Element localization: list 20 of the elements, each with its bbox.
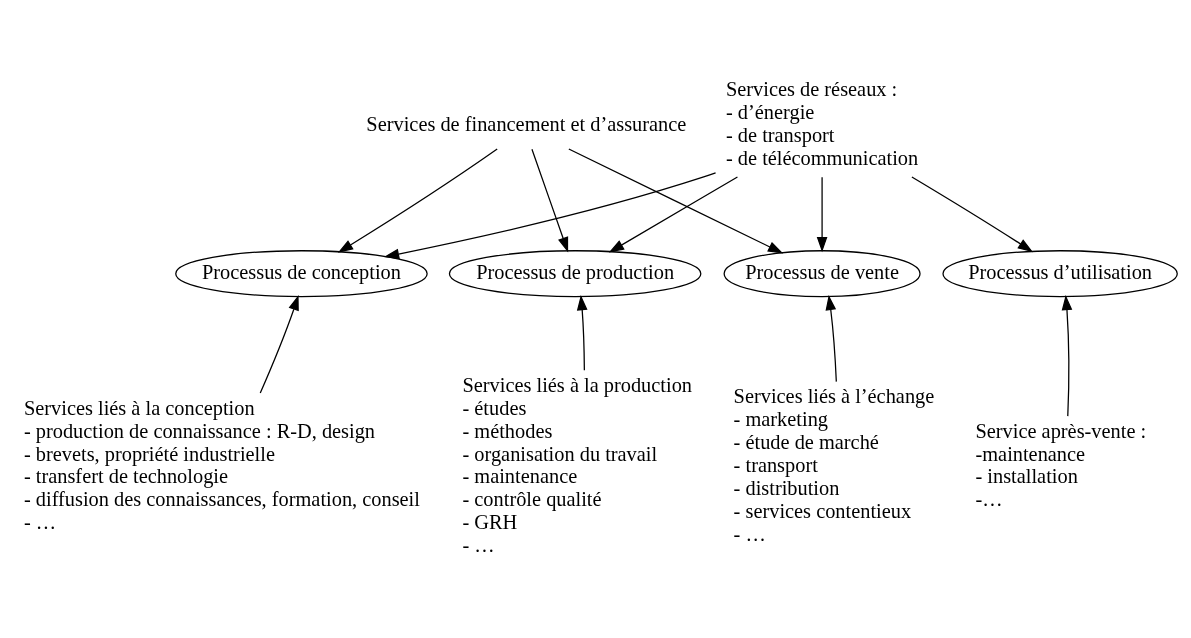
arrow xyxy=(259,294,299,394)
arrow xyxy=(576,294,588,371)
node-ellipse: Processus de production xyxy=(448,249,702,297)
node-text: Services liés à l’échange - marketing - étude de marché - transport - distribution - services contentieux - … xyxy=(733,384,935,545)
arrow xyxy=(531,148,569,252)
arrow xyxy=(568,147,784,253)
node-text: Services liés à la conception - production de connaissance : R-D, design - brevets, propriété industrielle - transfert de technologie - diffusion des connaissances, formation, conseil - … xyxy=(23,396,420,533)
node-text: Services liés à la production - études - méthodes - organisation du travail - maintenance - contrôle qualité - GRH - … xyxy=(462,373,693,556)
node-text: Services de financement et d’assurance xyxy=(366,112,687,135)
arrow xyxy=(383,171,717,259)
arrow xyxy=(608,175,739,253)
arrow xyxy=(1061,294,1073,417)
arrow xyxy=(337,147,498,253)
arrow xyxy=(816,176,828,252)
node-ellipse: Processus de vente xyxy=(723,249,921,297)
node-text: Services de réseaux : - d’énergie - de transport - de télécommunication xyxy=(725,77,919,169)
node-text: Service après-vente : -maintenance - installation -… xyxy=(975,419,1147,510)
arrow xyxy=(911,175,1034,252)
arrow xyxy=(825,294,837,382)
node-ellipse: Processus d’utilisation xyxy=(942,249,1178,297)
